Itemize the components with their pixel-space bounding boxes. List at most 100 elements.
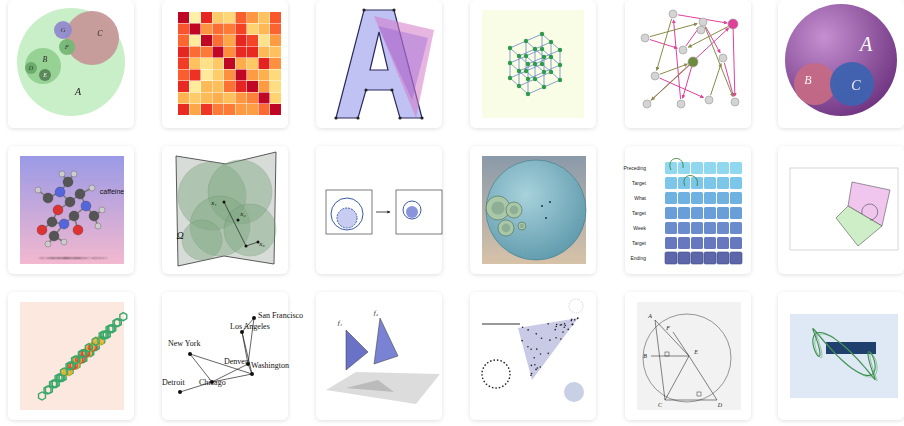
- heat-cell: [190, 47, 201, 58]
- heat-cell: [213, 58, 224, 69]
- set-label: C: [97, 30, 102, 38]
- heat-cell: [236, 24, 247, 35]
- heat-cell: [236, 12, 247, 23]
- heat-cell: [190, 104, 201, 115]
- heat-cell: [247, 81, 258, 92]
- sphere-shading: [785, 4, 897, 116]
- heat-cell: [213, 47, 224, 58]
- heat-cell: [259, 58, 270, 69]
- letter-a-figure: [334, 8, 434, 119]
- figure-label: Week: [633, 226, 646, 231]
- set-circle: ABC: [785, 4, 897, 116]
- curve-figure: [790, 314, 898, 398]
- polygon-figure: [790, 168, 898, 250]
- heat-cell: [259, 93, 270, 104]
- heat-cell: [259, 35, 270, 46]
- heat-cell: [270, 47, 281, 58]
- figure-label: B: [643, 353, 647, 359]
- heat-cell: [201, 24, 212, 35]
- figure-label: x₁: [211, 200, 217, 207]
- figure-label: caffeine: [100, 188, 124, 195]
- heat-cell: [259, 12, 270, 23]
- figure-label: Detroit: [162, 379, 185, 387]
- figure-label: F: [666, 325, 670, 331]
- heat-cell: [224, 24, 235, 35]
- set-label: E: [43, 72, 47, 78]
- figure-label: x₃: [259, 241, 265, 248]
- gallery-card: [778, 146, 904, 274]
- heat-cell: [270, 24, 281, 35]
- set-circle: CGF: [65, 11, 119, 65]
- heat-cell: [201, 35, 212, 46]
- nanotube-figure: [20, 302, 127, 410]
- circle-pack-figure: [482, 156, 586, 264]
- figure-label: C: [658, 402, 662, 408]
- set-circle: C: [830, 62, 874, 106]
- set-label: G: [60, 27, 65, 34]
- heat-cell: [270, 35, 281, 46]
- gallery-card: [470, 0, 596, 128]
- heat-cell: [259, 24, 270, 35]
- heat-cell: [201, 93, 212, 104]
- heat-cell: [201, 47, 212, 58]
- geometry-figure: [637, 302, 741, 410]
- heat-cell: [236, 104, 247, 115]
- figure-label: Los Angeles: [230, 323, 270, 331]
- heat-cell: [190, 12, 201, 23]
- heat-cell: [224, 104, 235, 115]
- heat-cell: [270, 104, 281, 115]
- gallery-card: [625, 292, 751, 420]
- heat-cell: [224, 58, 235, 69]
- token-table: [665, 158, 742, 264]
- gallery-card: [162, 146, 288, 274]
- figure-label: x₂: [240, 211, 246, 218]
- heat-cell: [178, 24, 189, 35]
- figure-label: D: [718, 402, 722, 408]
- figure-label: Preceding: [623, 166, 646, 171]
- molecule-figure: [20, 156, 124, 264]
- heat-cell: [213, 35, 224, 46]
- triangle-figure: [326, 318, 440, 404]
- heat-cell: [236, 58, 247, 69]
- gallery-card: [470, 292, 596, 420]
- heat-cell: [190, 93, 201, 104]
- set-circle: D: [25, 62, 37, 74]
- scatter-figure: [482, 299, 584, 402]
- heat-cell: [178, 104, 189, 115]
- transform-figure: [326, 190, 442, 234]
- heat-cell: [213, 93, 224, 104]
- heat-cell: [201, 58, 212, 69]
- figure-label: What: [634, 196, 646, 201]
- figure-label: Chicago: [199, 379, 226, 387]
- heat-cell: [213, 24, 224, 35]
- gallery-card: [162, 0, 288, 128]
- heat-cell: [247, 104, 258, 115]
- heat-cell: [190, 58, 201, 69]
- heat-cell: [247, 70, 258, 81]
- set-circle: G: [54, 21, 72, 39]
- set-label: B: [43, 56, 48, 64]
- set-label: D: [29, 65, 33, 71]
- gallery-card: [470, 146, 596, 274]
- heat-cell: [224, 12, 235, 23]
- figure-label: Ω: [176, 231, 183, 241]
- figure-label: f₁: [338, 320, 342, 327]
- heat-cell: [224, 81, 235, 92]
- set-label: F: [65, 44, 69, 51]
- heat-cell: [270, 58, 281, 69]
- heat-cell: [236, 47, 247, 58]
- heat-cell: [259, 70, 270, 81]
- heat-cell: [247, 35, 258, 46]
- figure-label: Target: [632, 241, 646, 246]
- heat-cell: [190, 70, 201, 81]
- heat-cell: [259, 47, 270, 58]
- figure-label: San Francisco: [258, 312, 303, 320]
- set-circle: E: [39, 69, 51, 81]
- set-circle: B D E: [25, 48, 61, 84]
- set-label: B: [804, 74, 811, 86]
- gallery-card: [316, 292, 442, 420]
- heat-cell: [178, 93, 189, 104]
- set-label: C: [851, 79, 860, 93]
